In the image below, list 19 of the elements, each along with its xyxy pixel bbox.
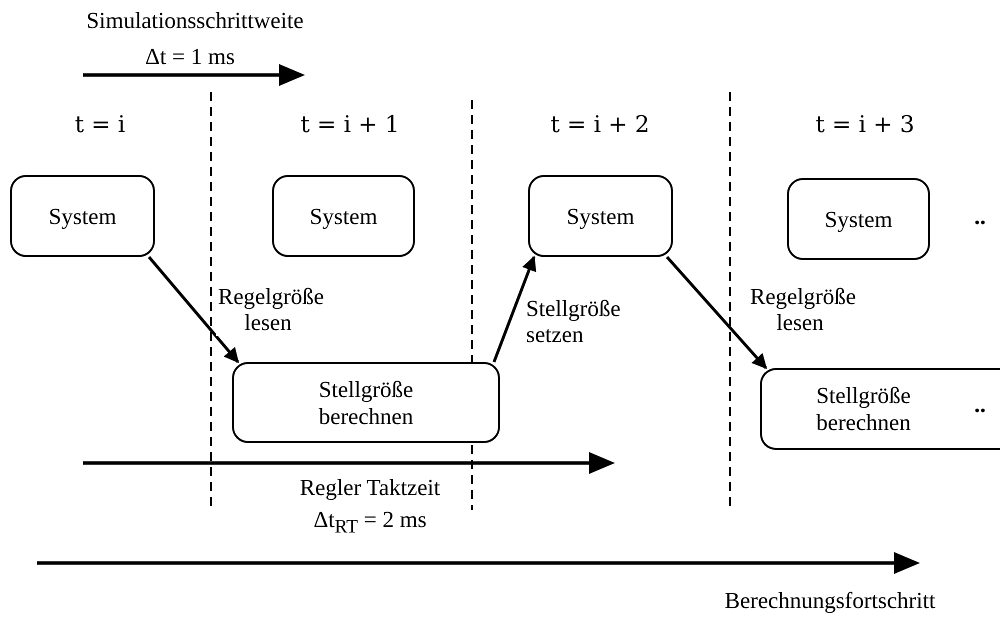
time-label: t = i + 3 [815,112,915,138]
caption-text: Simulationsschrittweite [86,8,304,34]
time-label: t = i + 2 [550,112,650,138]
value-label: Δt$_{RT}$ = 2 ms [313,507,427,540]
system-box: System [272,175,415,257]
arrow [148,256,240,364]
system-box: System [528,175,673,257]
time-label: t = i [74,112,126,138]
ellipsis: .. [974,204,986,230]
arrow [492,256,536,363]
ellipsis: .. [974,392,986,418]
arrow [666,256,768,370]
axis-label: Berechnungsfortschritt [724,588,936,614]
system-box: System [10,175,155,257]
value-label: Δt = 1 ms [145,44,235,70]
process-box: Stellgröße berechnen [232,362,500,443]
system-box: System [787,178,930,260]
time-label: t = i + 1 [300,112,400,138]
caption-text: Regler Taktzeit [300,475,440,501]
